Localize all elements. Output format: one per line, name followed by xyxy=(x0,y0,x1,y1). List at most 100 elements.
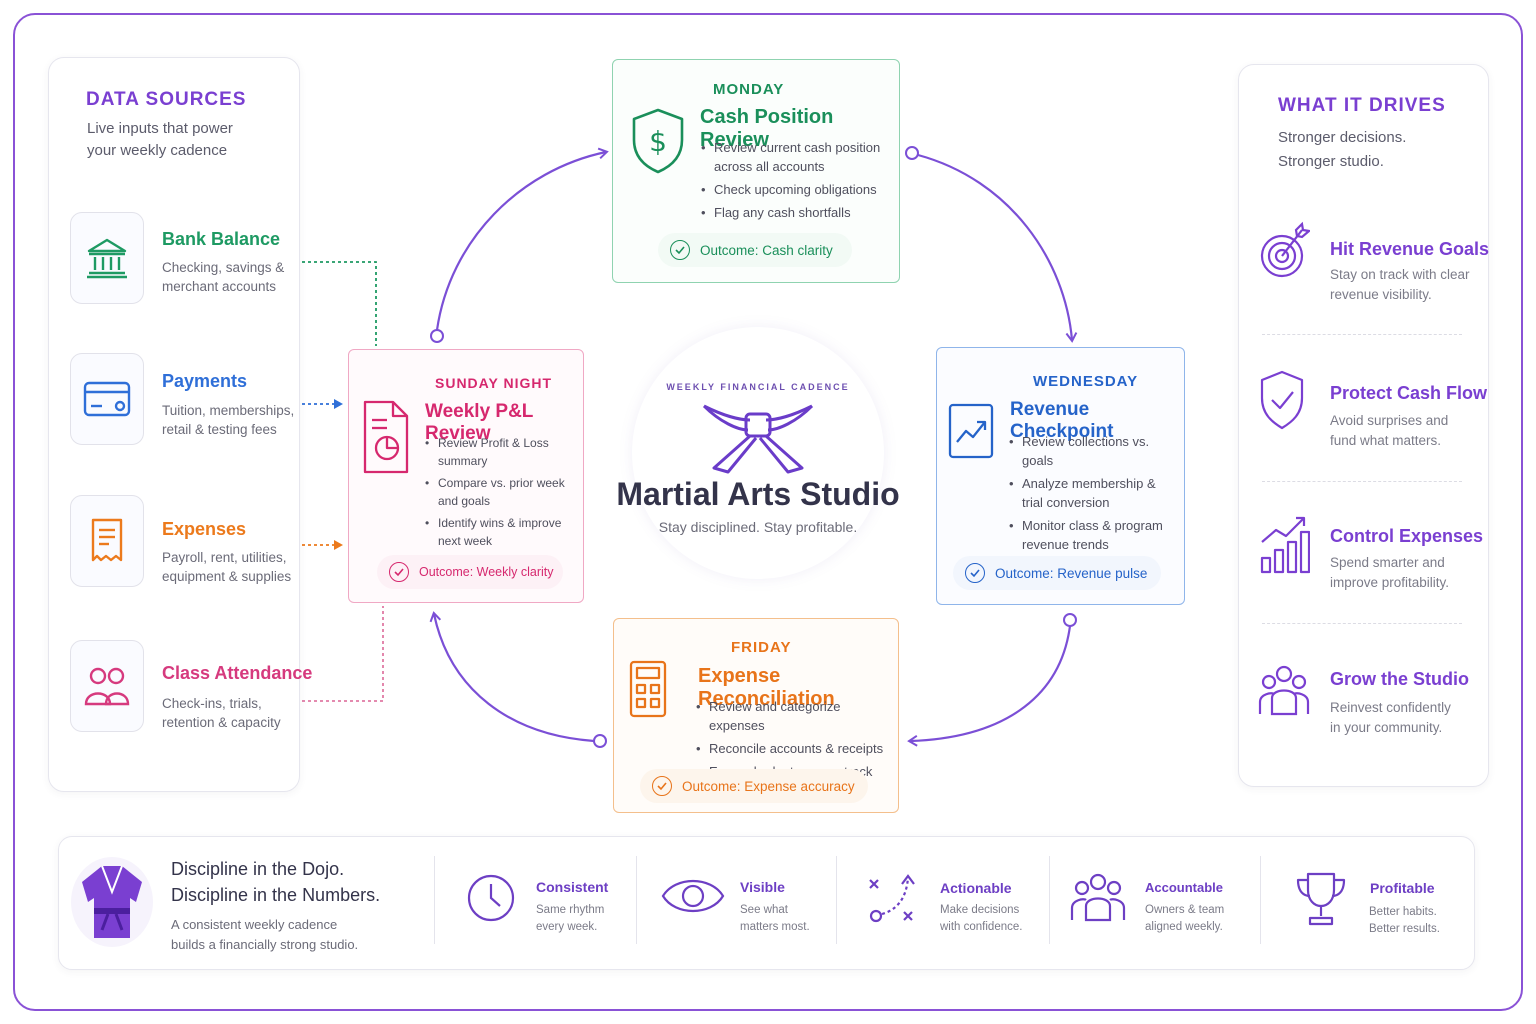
center-title: Martial Arts Studio xyxy=(616,476,900,512)
source-desc-bank: Checking, savings & merchant accounts xyxy=(162,258,284,296)
value-desc-profitable: Better habits. Better results. xyxy=(1369,904,1440,938)
belt-knot-icon xyxy=(702,404,814,474)
outer-frame xyxy=(13,13,1523,1011)
card-friday: FRIDAY Expense Reconciliation Review and… xyxy=(613,618,899,813)
clock-icon xyxy=(467,874,515,922)
footer-divider xyxy=(636,856,637,944)
drive-title-cash: Protect Cash Flow xyxy=(1330,383,1488,403)
drives-subtitle-line2: Stronger studio. xyxy=(1278,153,1384,170)
eye-icon xyxy=(661,879,725,913)
card-monday: $ MONDAY Cash Position Review Review cur… xyxy=(612,59,900,283)
bullet-sunday-3: Identify wins & improve next week xyxy=(425,514,581,550)
bullet-monday-2: Check upcoming obligations xyxy=(701,180,891,199)
check-circle-icon xyxy=(652,776,672,796)
source-desc-attendance-line1: Check-ins, trials, xyxy=(162,696,262,711)
drive-title-expenses: Control Expenses xyxy=(1330,526,1484,546)
trophy-icon xyxy=(1296,872,1346,926)
drive-desc-expenses-line1: Spend smarter and xyxy=(1330,555,1445,570)
drive-desc-grow-line2: in your community. xyxy=(1330,720,1443,735)
center-tag: WEEKLY FINANCIAL CADENCE xyxy=(666,382,850,392)
value-desc-visible: See what matters most. xyxy=(740,902,810,936)
drive-desc-revenue-line2: revenue visibility. xyxy=(1330,287,1432,302)
gi-uniform-icon xyxy=(82,865,142,938)
footer-divider xyxy=(434,856,435,944)
target-icon xyxy=(1260,221,1310,278)
footer-headline-line1: Discipline in the Dojo. xyxy=(171,859,345,879)
source-desc-payments-line2: retail & testing fees xyxy=(162,422,277,437)
drives-subtitle-line1: Stronger decisions. xyxy=(1278,129,1407,146)
value-desc-accountable: Owners & team aligned weekly. xyxy=(1145,902,1224,936)
drive-desc-grow-line1: Reinvest confidently xyxy=(1330,700,1451,715)
outcome-text-sunday: Outcome: Weekly clarity xyxy=(419,565,554,579)
value-desc-visible-line2: matters most. xyxy=(740,921,810,933)
source-desc-expenses: Payroll, rent, utilities, equipment & su… xyxy=(162,548,291,586)
value-desc-profitable-line1: Better habits. xyxy=(1369,906,1437,918)
value-title-consistent: Consistent xyxy=(536,879,609,895)
data-sources-subtitle-line2: your weekly cadence xyxy=(87,142,228,159)
center-subtitle: Stay disciplined. Stay profitable. xyxy=(658,519,858,535)
source-desc-bank-line2: merchant accounts xyxy=(162,279,277,294)
drives-subtitle: Stronger decisions. Stronger studio. xyxy=(1278,126,1406,174)
check-circle-icon xyxy=(965,563,985,583)
data-sources-subtitle-line1: Live inputs that power xyxy=(87,120,233,137)
value-title-profitable: Profitable xyxy=(1370,880,1435,896)
drives-divider xyxy=(1262,481,1462,482)
value-title-actionable: Actionable xyxy=(940,880,1012,896)
value-desc-accountable-line1: Owners & team xyxy=(1145,904,1225,916)
value-desc-actionable-line1: Make decisions xyxy=(940,904,1020,916)
bullet-monday-3: Flag any cash shortfalls xyxy=(701,203,891,222)
bullet-sunday-2: Compare vs. prior week and goals xyxy=(425,474,581,510)
outcome-sunday: Outcome: Weekly clarity xyxy=(377,555,563,589)
drives-title: WHAT IT DRIVES xyxy=(1278,95,1446,116)
outcome-friday: Outcome: Expense accuracy xyxy=(640,769,868,803)
footer-headline: Discipline in the Dojo. Discipline in th… xyxy=(171,856,380,908)
drive-desc-cash-line1: Avoid surprises and xyxy=(1330,413,1449,428)
outcome-text-friday: Outcome: Expense accuracy xyxy=(682,778,855,794)
outcome-text-wednesday: Outcome: Revenue pulse xyxy=(995,565,1148,581)
value-desc-visible-line1: See what xyxy=(740,904,788,916)
value-title-accountable: Accountable xyxy=(1145,880,1224,895)
source-title-payments: Payments xyxy=(162,371,248,391)
day-label-sunday: SUNDAY NIGHT xyxy=(435,375,553,391)
drive-title-revenue: Hit Revenue Goals xyxy=(1330,239,1490,259)
card-wednesday: WEDNESDAY Revenue Checkpoint Review coll… xyxy=(936,347,1185,605)
report-icon xyxy=(363,400,409,474)
drive-desc-cash: Avoid surprises and fund what matters. xyxy=(1330,411,1448,451)
source-desc-expenses-line1: Payroll, rent, utilities, xyxy=(162,550,287,565)
bullet-wednesday-2: Analyze membership & trial conversion xyxy=(1009,474,1179,512)
receipt-icon xyxy=(70,495,144,587)
check-circle-icon xyxy=(670,240,690,260)
bullet-friday-2: Reconcile accounts & receipts xyxy=(696,739,894,758)
drive-desc-expenses: Spend smarter and improve profitability. xyxy=(1330,553,1449,593)
data-sources-title: DATA SOURCES xyxy=(86,89,247,110)
drive-desc-revenue-line1: Stay on track with clear xyxy=(1330,267,1470,282)
footer-desc-line2: builds a financially strong studio. xyxy=(171,937,359,952)
drive-desc-cash-line2: fund what matters. xyxy=(1330,433,1442,448)
day-label-monday: MONDAY xyxy=(713,81,785,98)
drives-divider xyxy=(1262,623,1462,624)
shield-dollar-icon: $ xyxy=(632,108,684,174)
drives-divider xyxy=(1262,334,1462,335)
bank-icon xyxy=(70,212,144,304)
value-desc-actionable: Make decisions with confidence. xyxy=(940,902,1022,936)
source-title-expenses: Expenses xyxy=(162,519,247,539)
source-desc-attendance-line2: retention & capacity xyxy=(162,715,281,730)
community-icon xyxy=(1258,665,1310,716)
outcome-text-monday: Outcome: Cash clarity xyxy=(700,242,833,258)
value-desc-actionable-line2: with confidence. xyxy=(940,921,1023,933)
bar-growth-icon xyxy=(1260,516,1310,574)
source-desc-payments: Tuition, memberships, retail & testing f… xyxy=(162,401,294,439)
footer-desc-line1: A consistent weekly cadence xyxy=(171,917,338,932)
footer-divider xyxy=(1049,856,1050,944)
card-sunday: SUNDAY NIGHT Weekly P&L Review Review Pr… xyxy=(348,349,584,603)
calculator-icon xyxy=(629,660,667,718)
source-title-attendance: Class Attendance xyxy=(162,663,313,683)
value-desc-accountable-line2: aligned weekly. xyxy=(1145,921,1223,933)
credit-card-icon xyxy=(70,353,144,445)
drive-desc-grow: Reinvest confidently in your community. xyxy=(1330,698,1451,738)
svg-text:$: $ xyxy=(649,125,667,158)
bullet-wednesday-3: Monitor class & program revenue trends xyxy=(1009,516,1179,554)
footer-divider xyxy=(836,856,837,944)
footer-banner xyxy=(58,836,1475,970)
center-halo xyxy=(632,327,884,579)
